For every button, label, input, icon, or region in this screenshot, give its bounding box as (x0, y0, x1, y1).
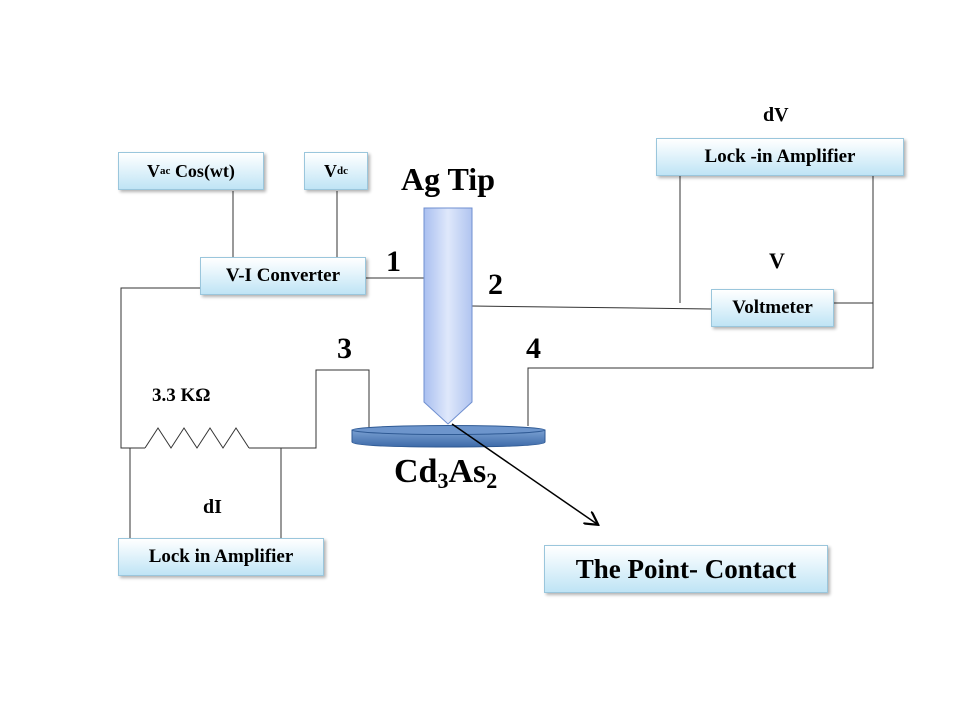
vac-symbol: V (147, 160, 161, 181)
dV-label: dV (763, 104, 789, 126)
V-label: V (769, 248, 785, 273)
resistor-symbol (144, 427, 250, 449)
voltmeter-box: Voltmeter (711, 289, 834, 327)
dI-label: dI (203, 496, 222, 518)
lockin-amplifier-bottom-box: Lock in Amplifier (118, 538, 324, 576)
point-contact-arrow (451, 423, 597, 524)
node-4-label: 4 (526, 332, 541, 365)
sample-label: Cd3As2 (394, 453, 497, 494)
resistor-label: 3.3 KΩ (152, 385, 211, 406)
vdc-symbol: V (324, 160, 337, 181)
sample-pre: Cd (394, 453, 438, 490)
sample-disc-top (351, 425, 546, 435)
vi-converter-box: V-I Converter (200, 257, 366, 295)
wire-lead-2 (471, 305, 712, 310)
lockin-amplifier-top-box: Lock -in Amplifier (656, 138, 904, 176)
vac-subscript: ac (160, 165, 171, 177)
node-2-label: 2 (488, 268, 503, 301)
wire-converter-left (120, 287, 200, 449)
point-contact-box: The Point- Contact (544, 545, 828, 593)
sample-mid: As (448, 453, 487, 490)
wire-resistor-right (249, 369, 370, 449)
sample-sub2: 2 (486, 468, 498, 493)
ag-tip-label: Ag Tip (401, 161, 495, 197)
node-1-label: 1 (386, 245, 401, 278)
wire-lockin-top-right (527, 176, 874, 426)
ag-tip (423, 207, 473, 425)
node-3-label: 3 (337, 332, 352, 365)
vac-rest: Cos(wt) (170, 160, 235, 181)
vdc-subscript: dc (337, 165, 348, 177)
sample-sub1: 3 (437, 468, 449, 493)
